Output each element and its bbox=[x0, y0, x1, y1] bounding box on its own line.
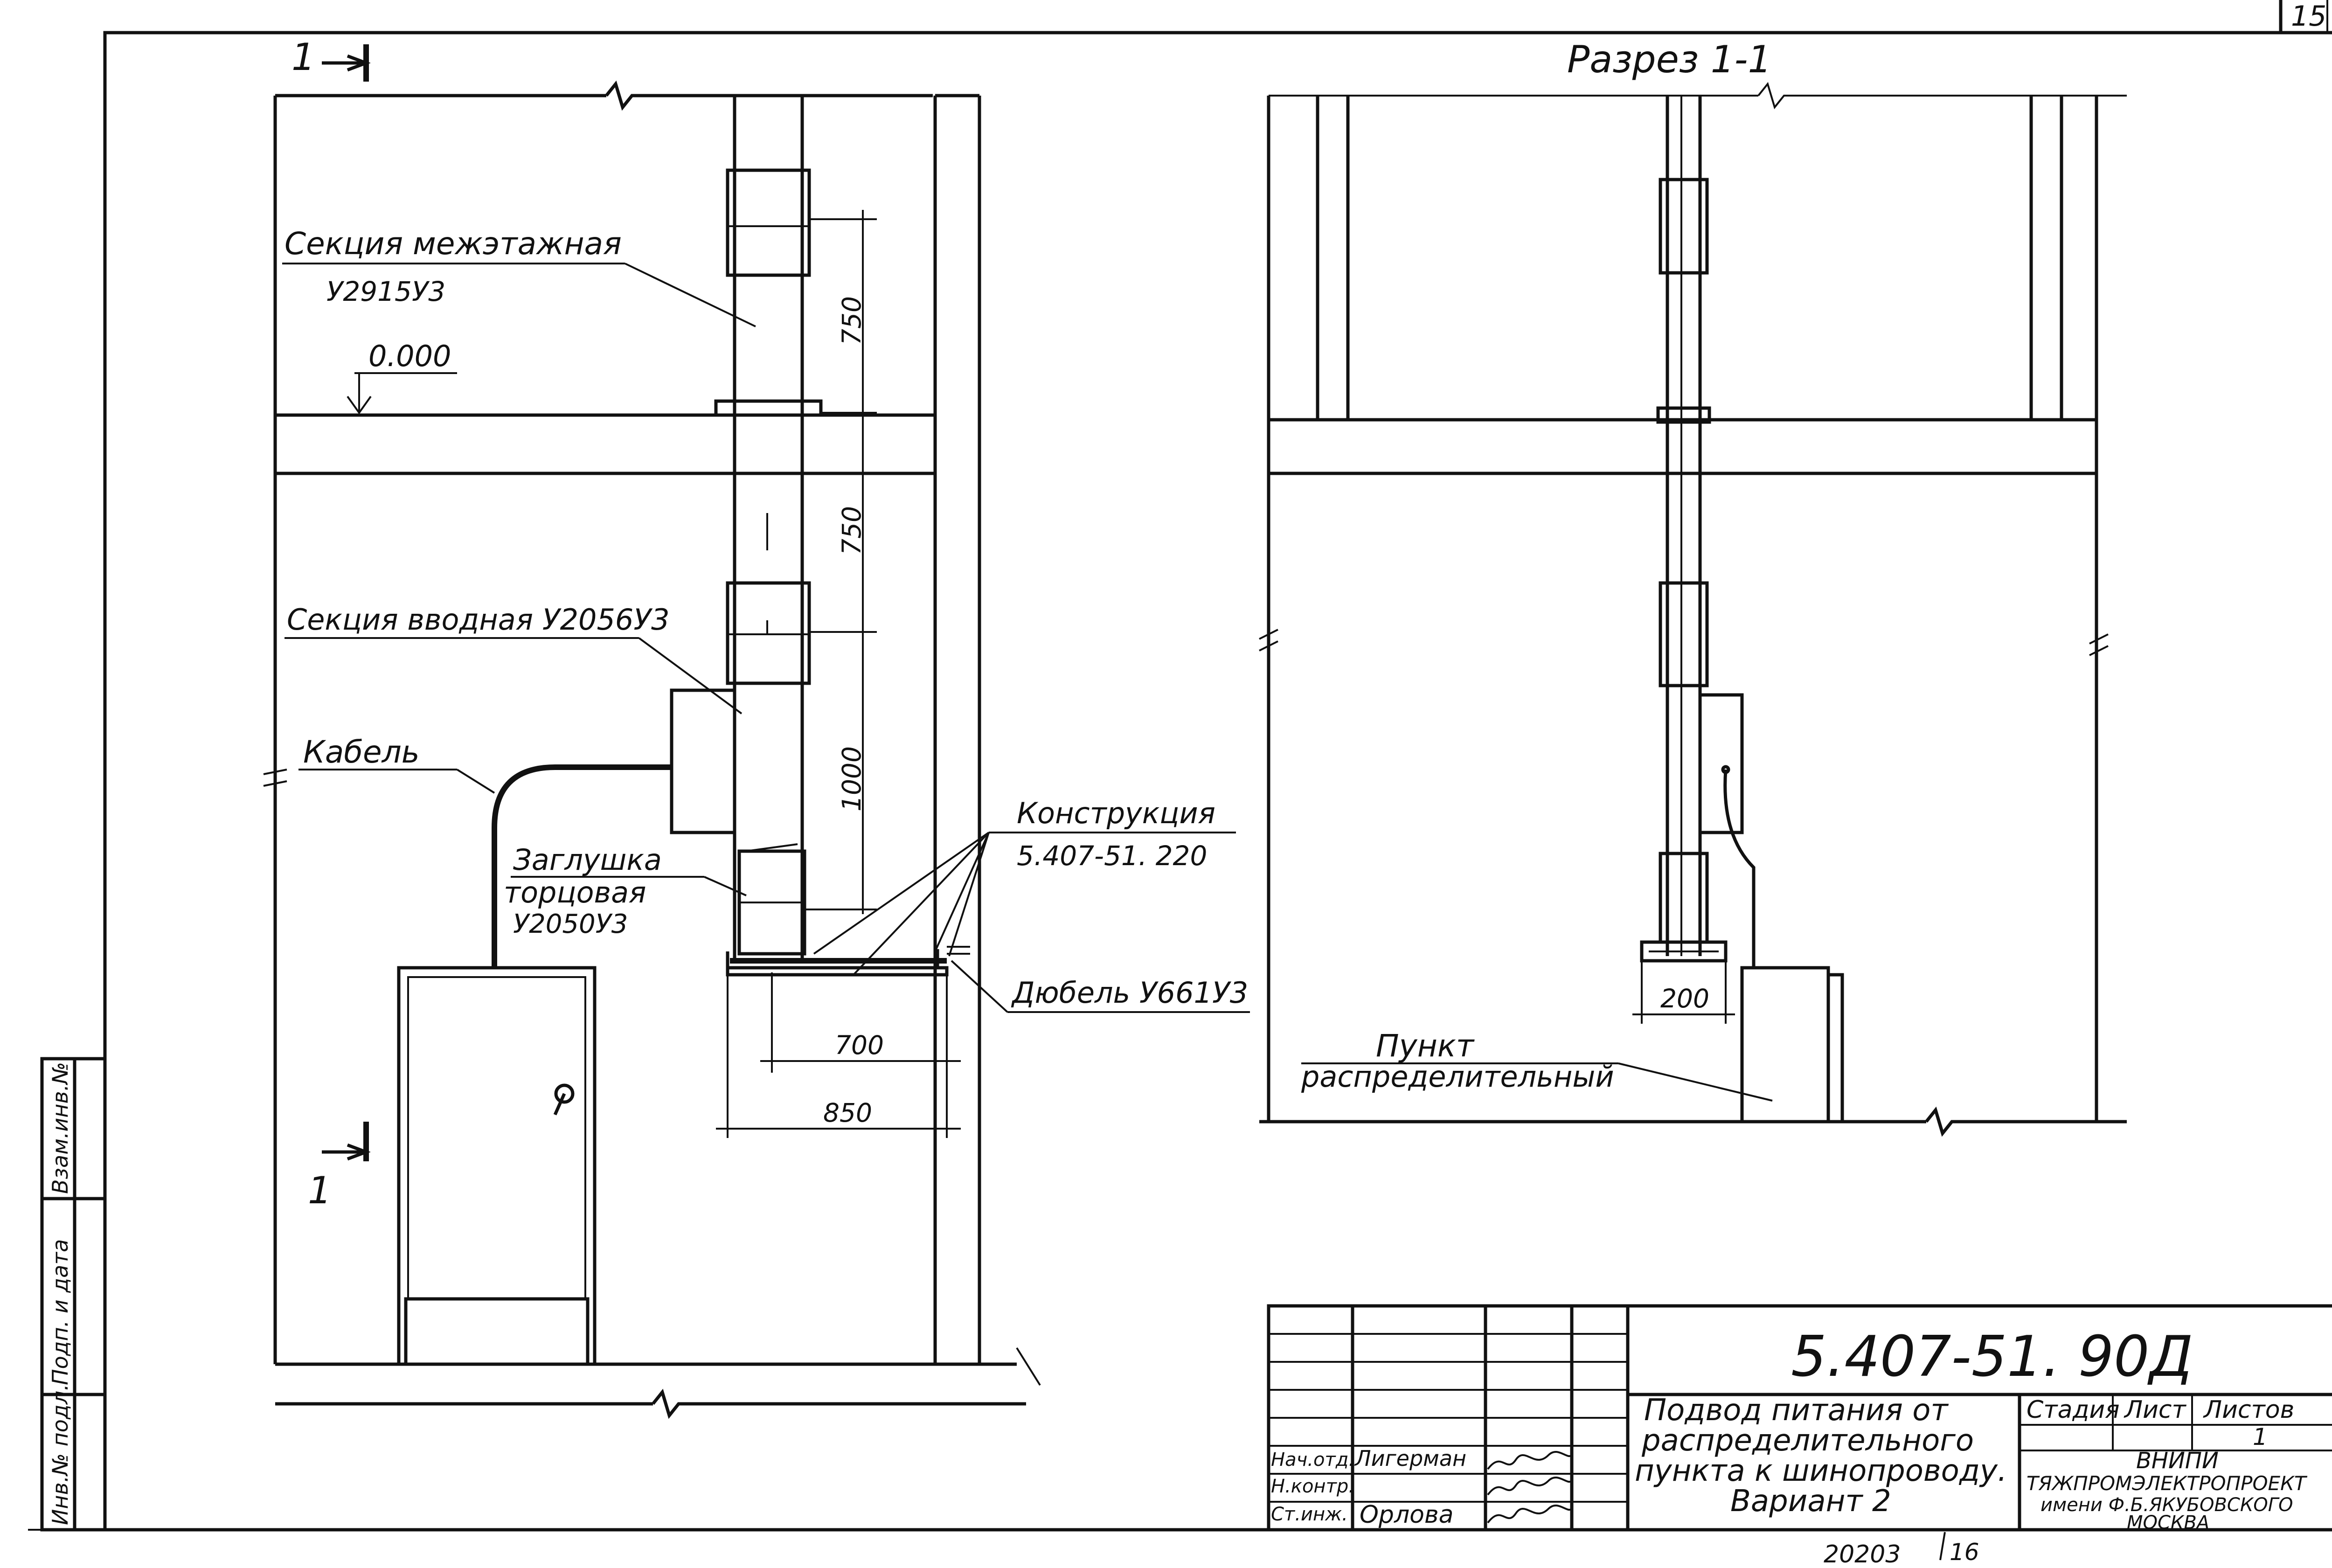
left-view: 1 1 0.000 bbox=[263, 35, 1250, 1419]
input-box-profile bbox=[1698, 693, 1744, 834]
section-marker-bottom: 1 bbox=[308, 1169, 332, 1212]
sheet-number: 15 bbox=[2291, 0, 2326, 33]
leader-labels: Секция межэтажная У2915У3 Секция вводная… bbox=[282, 226, 1250, 1013]
side-stamp: Взам.инв.№ Подп. и дата Инв.№ подл. bbox=[40, 1057, 107, 1532]
label-section-interfloor-code: У2915У3 bbox=[326, 276, 445, 307]
signature-2 bbox=[1487, 1477, 1573, 1496]
dimension-700: 700 bbox=[835, 1030, 884, 1060]
footer-page: 16 bbox=[1950, 1539, 1979, 1566]
label-end-cap-code: У2050У3 bbox=[513, 909, 628, 939]
signature-1 bbox=[1487, 1451, 1573, 1470]
title-block: 5.407-51. 90Д Подвод питания от распреде… bbox=[1267, 1304, 2332, 1533]
dimension-1000: 1000 bbox=[837, 746, 867, 812]
vertical-dimensions: 750 750 1000 bbox=[805, 210, 877, 914]
signature-3 bbox=[1487, 1505, 1573, 1524]
title-line-2: распределительного bbox=[1641, 1423, 1974, 1458]
role-1: Нач.отд. bbox=[1271, 1449, 1354, 1471]
right-view: Разрез 1-1 bbox=[1259, 38, 2127, 1137]
distribution-cabinet bbox=[397, 966, 597, 1366]
stamp-cell-1: Взам.инв.№ bbox=[48, 1062, 73, 1194]
mounting-construction bbox=[726, 946, 970, 977]
cable-profile bbox=[1723, 769, 1756, 968]
dimension-850: 850 bbox=[823, 1098, 872, 1128]
horizontal-dimensions: 700 850 bbox=[716, 972, 961, 1138]
sheet-header: Лист bbox=[2124, 1396, 2186, 1424]
elevation-label: 0.000 bbox=[368, 339, 451, 373]
label-end-cap: Заглушка bbox=[513, 843, 662, 877]
title-line-1: Подвод питания от bbox=[1644, 1393, 1949, 1428]
title-line-3: пункта к шинопроводу. bbox=[1635, 1454, 2007, 1488]
label-construction: Конструкция bbox=[1017, 796, 1215, 830]
role-2: Н.контр. bbox=[1271, 1476, 1354, 1497]
label-cable: Кабель bbox=[303, 734, 420, 770]
sheets-value: 1 bbox=[2253, 1423, 2268, 1450]
sheet-frame: 15 bbox=[103, 0, 2332, 1532]
org-line-2: ТЯЖПРОМЭЛЕКТРОПРОЕКТ bbox=[2027, 1472, 2308, 1495]
input-section-box bbox=[670, 688, 736, 834]
title-line-4: Вариант 2 bbox=[1730, 1484, 1891, 1519]
label-distribution-point-2: распределительный bbox=[1301, 1060, 1614, 1094]
org-line-3: имени Ф.Б.ЯКУБОВСКОГО bbox=[2040, 1494, 2293, 1516]
stamp-cell-3: Инв.№ подл. bbox=[48, 1384, 73, 1525]
dimension-200: 200 bbox=[1660, 984, 1709, 1013]
label-section-input: Секция вводная У2056У3 bbox=[287, 603, 670, 637]
document-code: 5.407-51. 90Д bbox=[1791, 1325, 2193, 1389]
org-line-1: ВНИПИ bbox=[2136, 1448, 2219, 1474]
cable-line bbox=[492, 764, 672, 968]
footer-code: 20203 bbox=[1824, 1540, 1901, 1568]
sheets-header: Листов bbox=[2203, 1396, 2294, 1424]
dimension-750-lower: 750 bbox=[837, 506, 867, 555]
org-line-4: МОСКВА bbox=[2127, 1512, 2209, 1533]
role-3-name: Орлова bbox=[1360, 1501, 1454, 1529]
role-3: Ст.инж. bbox=[1271, 1504, 1348, 1525]
stamp-cell-2: Подп. и дата bbox=[48, 1239, 73, 1385]
role-1-name: Лигерман bbox=[1354, 1446, 1466, 1471]
section-title: Разрез 1-1 bbox=[1567, 38, 1771, 81]
dimension-750-upper: 750 bbox=[837, 296, 867, 345]
distribution-point-profile bbox=[1740, 966, 1844, 1124]
label-end-cap-2: торцовая bbox=[504, 875, 646, 909]
label-section-interfloor: Секция межэтажная bbox=[285, 226, 622, 262]
label-distribution-point-1: Пункт bbox=[1376, 1028, 1475, 1064]
stage-header: Стадия bbox=[2027, 1396, 2120, 1424]
section-marker-top: 1 bbox=[292, 35, 315, 79]
label-construction-code: 5.407-51. 220 bbox=[1017, 840, 1207, 872]
label-dowel: Дюбель У661У3 bbox=[1011, 976, 1248, 1010]
